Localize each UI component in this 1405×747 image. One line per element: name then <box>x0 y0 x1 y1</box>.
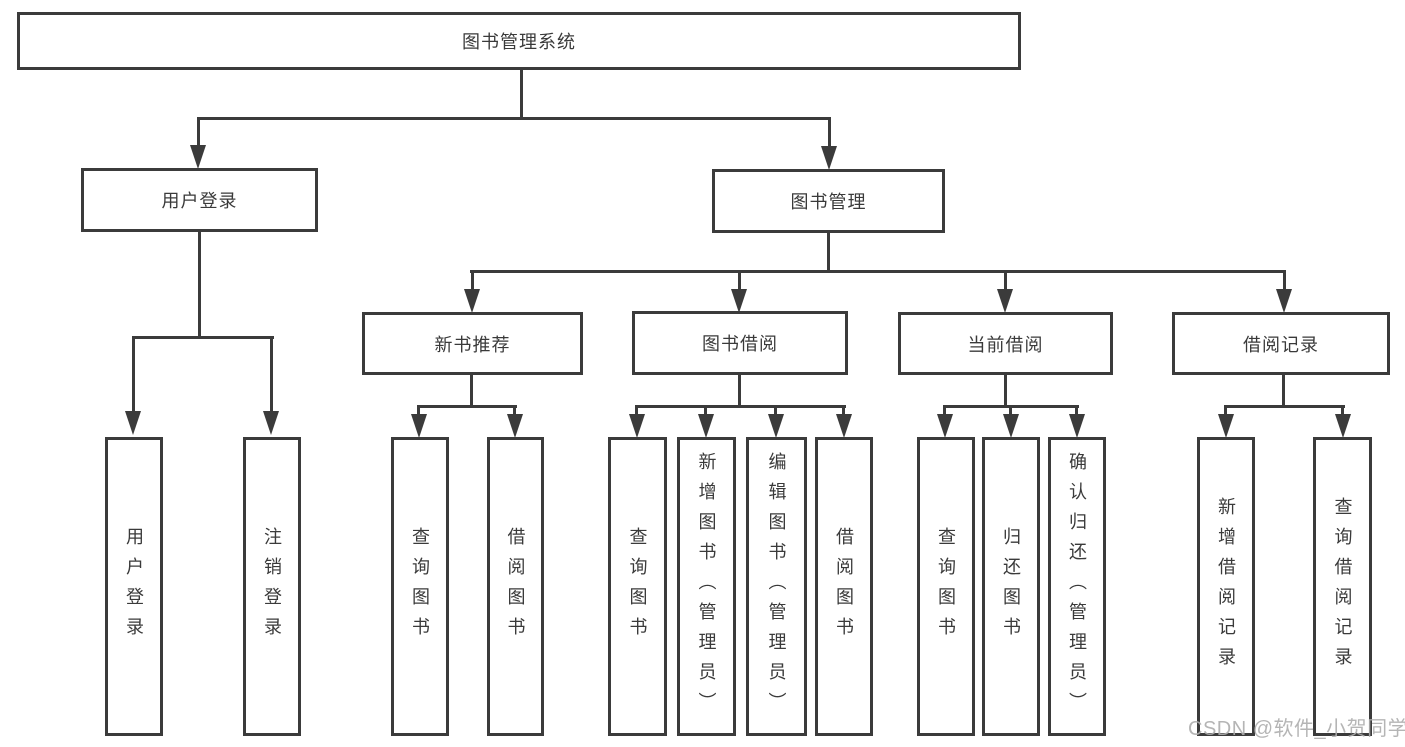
connector-to-borrow-records-stem <box>1283 270 1286 290</box>
arrow-leaf-login <box>125 411 141 435</box>
arrow-cb-leaf1 <box>937 414 953 438</box>
connector-br-leaf1-stem <box>1224 405 1227 417</box>
connector-book-mgmt-stem <box>827 231 830 272</box>
leaf-nb-query-books: 查询图书 <box>391 437 449 736</box>
node-library-system: 图书管理系统 <box>17 12 1021 70</box>
connector-to-book-borrow-stem <box>738 270 741 290</box>
connector-bb-leaf4-stem <box>842 405 845 417</box>
connector-nb-leaf1-stem <box>417 405 420 417</box>
arrow-bb-leaf1 <box>629 414 645 438</box>
connector-to-current-borrow-stem <box>1004 270 1007 290</box>
connector-book-mgmt-branch <box>470 270 1286 273</box>
leaf-bb-borrow-books: 借阅图书 <box>815 437 873 736</box>
connector-nb-leaf2-stem <box>513 405 516 417</box>
leaf-br-query-record: 查询借阅记录 <box>1313 437 1372 736</box>
leaf-user-login: 用户登录 <box>105 437 163 736</box>
connector-br-leaf2-stem <box>1341 405 1344 417</box>
connector-leaf-logout-stem <box>270 336 273 412</box>
leaf-cb-confirm-return-admin: 确认归还（管理员） <box>1048 437 1106 736</box>
connector-borrow-records-branch <box>1224 405 1345 408</box>
arrow-nb-leaf2 <box>507 414 523 438</box>
leaf-bb-add-books-admin: 新增图书（管理员） <box>677 437 736 736</box>
node-book-management: 图书管理 <box>712 169 945 233</box>
leaf-bb-edit-books-admin: 编辑图书（管理员） <box>746 437 807 736</box>
arrow-cb-leaf3 <box>1069 414 1085 438</box>
leaf-cb-return-books: 归还图书 <box>982 437 1040 736</box>
arrow-to-current-borrow <box>997 289 1013 313</box>
arrow-to-book-mgmt <box>821 146 837 170</box>
connector-bb-leaf2-stem <box>704 405 707 417</box>
connector-cb-leaf1-stem <box>943 405 946 417</box>
arrow-br-leaf1 <box>1218 414 1234 438</box>
leaf-cb-query-books: 查询图书 <box>917 437 975 736</box>
connector-bb-leaf3-stem <box>774 405 777 417</box>
connector-root-stem <box>520 68 523 119</box>
node-user-login: 用户登录 <box>81 168 318 232</box>
node-book-borrow: 图书借阅 <box>632 311 848 375</box>
connector-new-book-stem <box>470 373 473 407</box>
connector-user-login-stem <box>198 230 201 338</box>
connector-cb-leaf2-stem <box>1009 405 1012 417</box>
arrow-bb-leaf2 <box>698 414 714 438</box>
connector-to-user-login-stem <box>197 117 200 147</box>
leaf-nb-borrow-books: 借阅图书 <box>487 437 544 736</box>
connector-to-book-mgmt-stem <box>828 117 831 147</box>
arrow-cb-leaf2 <box>1003 414 1019 438</box>
leaf-bb-query-books: 查询图书 <box>608 437 667 736</box>
node-new-book-recommend: 新书推荐 <box>362 312 583 375</box>
arrow-bb-leaf4 <box>836 414 852 438</box>
arrow-leaf-logout <box>263 411 279 435</box>
arrow-to-new-book <box>464 289 480 313</box>
connector-root-branch <box>197 117 831 120</box>
connector-to-new-book-stem <box>471 270 474 290</box>
arrow-to-borrow-records <box>1276 289 1292 313</box>
connector-cb-leaf3-stem <box>1075 405 1078 417</box>
arrow-bb-leaf3 <box>768 414 784 438</box>
connector-bb-leaf1-stem <box>635 405 638 417</box>
connector-borrow-records-stem2 <box>1282 373 1285 407</box>
arrow-to-user-login <box>190 145 206 169</box>
arrow-to-book-borrow <box>731 289 747 313</box>
connector-book-borrow-stem2 <box>738 373 741 407</box>
connector-book-borrow-branch <box>635 405 846 408</box>
connector-leaf-login-stem <box>132 336 135 412</box>
leaf-br-add-record: 新增借阅记录 <box>1197 437 1255 736</box>
node-current-borrow: 当前借阅 <box>898 312 1113 375</box>
leaf-logout: 注销登录 <box>243 437 301 736</box>
connector-user-login-branch <box>132 336 274 339</box>
node-borrow-records: 借阅记录 <box>1172 312 1390 375</box>
arrow-br-leaf2 <box>1335 414 1351 438</box>
watermark: CSDN @软件_小贺同学 <box>1188 718 1405 740</box>
connector-new-book-branch <box>417 405 517 408</box>
arrow-nb-leaf1 <box>411 414 427 438</box>
connector-current-borrow-stem2 <box>1004 373 1007 407</box>
